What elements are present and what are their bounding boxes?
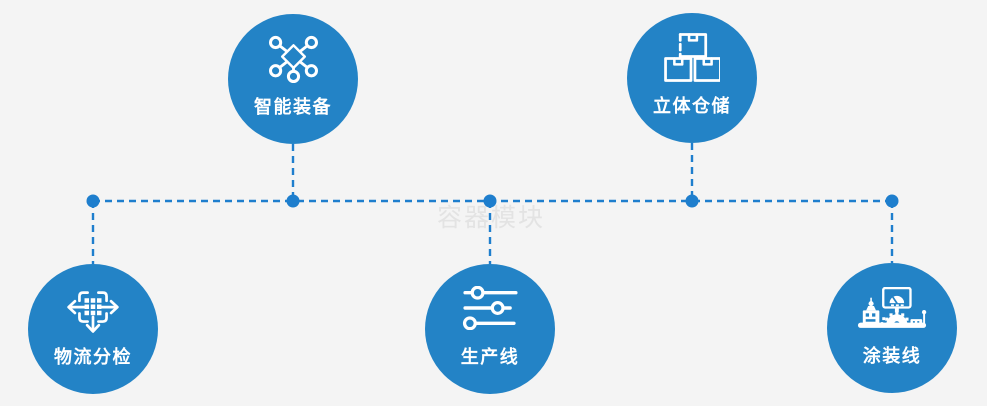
junction-dot	[885, 194, 899, 208]
distribute-arrows-icon	[64, 280, 122, 336]
junction-dot	[483, 194, 497, 208]
node-label: 生产线	[460, 347, 520, 367]
node-label: 智能装备	[254, 97, 332, 117]
junction-dot	[86, 194, 100, 208]
node-stereo-warehouse[interactable]: 立体仓储	[627, 13, 757, 143]
node-label: 物流分检	[54, 347, 132, 367]
node-logistics-sorting[interactable]: 物流分检	[28, 264, 158, 394]
junction-dot	[685, 194, 699, 208]
node-label: 立体仓储	[653, 96, 731, 116]
junction-dot	[286, 194, 300, 208]
node-production-line[interactable]: 生产线	[425, 264, 555, 394]
network-molecule-icon	[265, 30, 322, 86]
node-label: 涂装线	[862, 346, 922, 366]
node-smart-equipment[interactable]: 智能装备	[228, 14, 358, 144]
sliders-icon	[462, 280, 518, 336]
junction-dots	[86, 194, 899, 208]
stacked-boxes-icon	[664, 29, 720, 85]
machine-console-icon	[856, 279, 928, 335]
node-coating-line[interactable]: 涂装线	[827, 263, 957, 393]
